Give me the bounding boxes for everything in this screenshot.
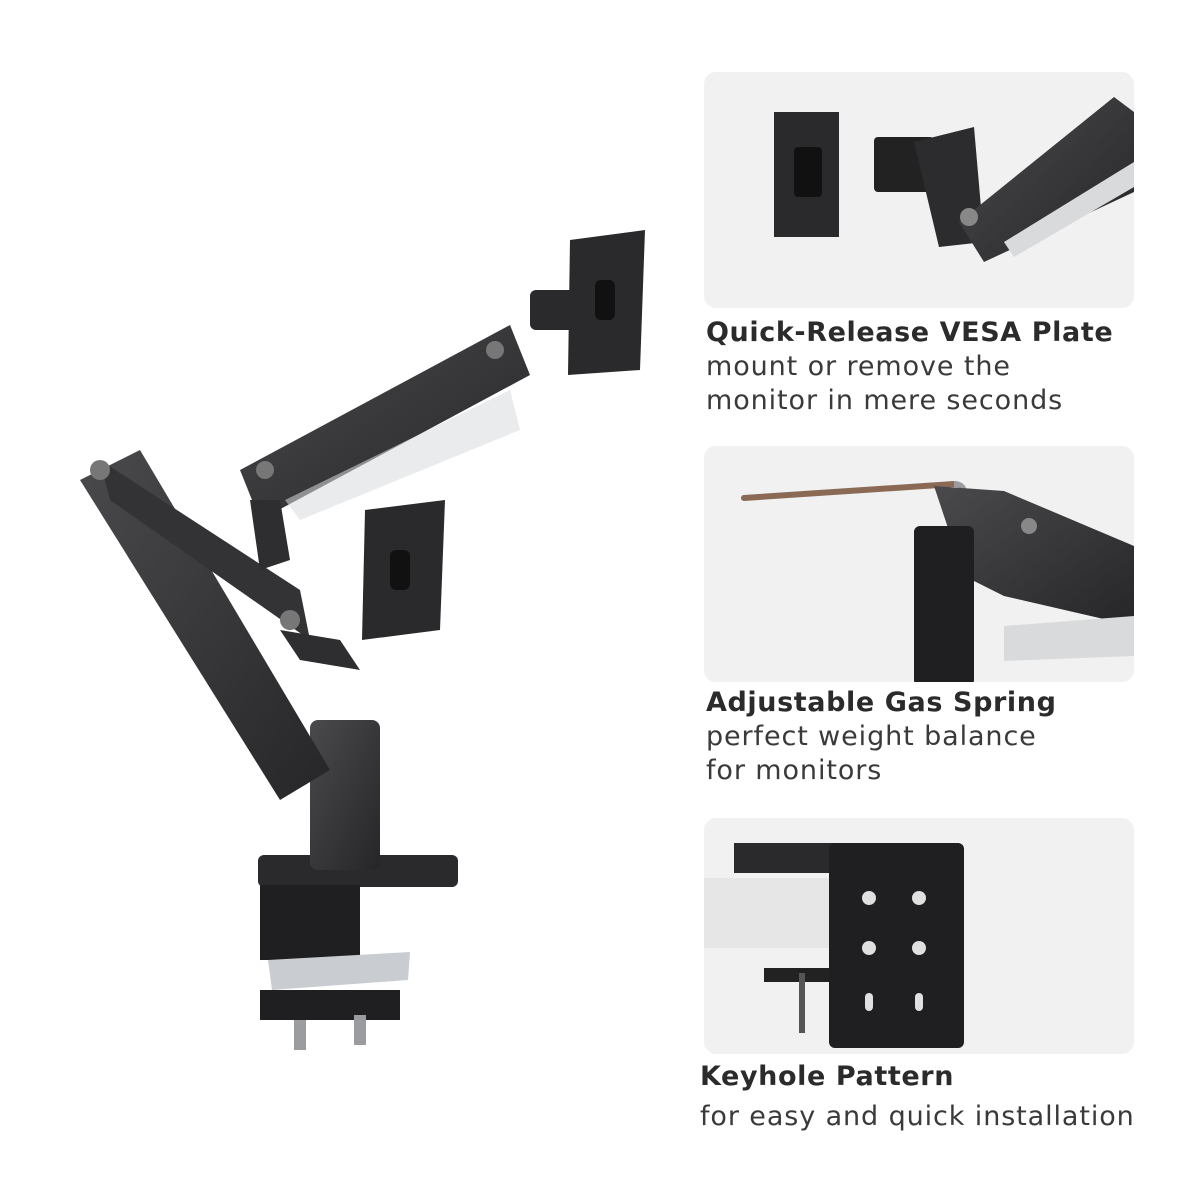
- panel-gas-spring-detail-image: [704, 446, 1134, 682]
- desk-clamp: [258, 855, 458, 1050]
- vertical-post: [310, 720, 380, 870]
- feature-title: Adjustable Gas Spring: [706, 687, 1057, 718]
- feature-title: Quick-Release VESA Plate: [706, 317, 1114, 348]
- feature-vesa: Quick-Release VESA Plate mount or remove…: [706, 316, 1186, 418]
- vesa-plate-lower: [362, 500, 445, 640]
- feature-description: monitor in mere seconds: [706, 385, 1064, 416]
- panel-keyhole-detail-image: [704, 818, 1134, 1054]
- vesa-plate-upper: [568, 230, 645, 375]
- feature-description: perfect weight balance: [706, 721, 1037, 752]
- feature-description: mount or remove the: [706, 351, 1011, 382]
- panel-vesa-detail-image: [704, 72, 1134, 308]
- feature-description: for easy and quick installation: [700, 1101, 1135, 1132]
- feature-description: for monitors: [706, 755, 883, 786]
- product-image-dual-monitor-arm: [40, 200, 680, 1080]
- arm-left: [80, 450, 360, 800]
- arm-right: [240, 325, 530, 570]
- feature-gas-spring: Adjustable Gas Spring perfect weight bal…: [706, 686, 1186, 788]
- feature-keyhole: Keyhole Pattern for easy and quick insta…: [700, 1060, 1195, 1134]
- feature-title: Keyhole Pattern: [700, 1061, 955, 1092]
